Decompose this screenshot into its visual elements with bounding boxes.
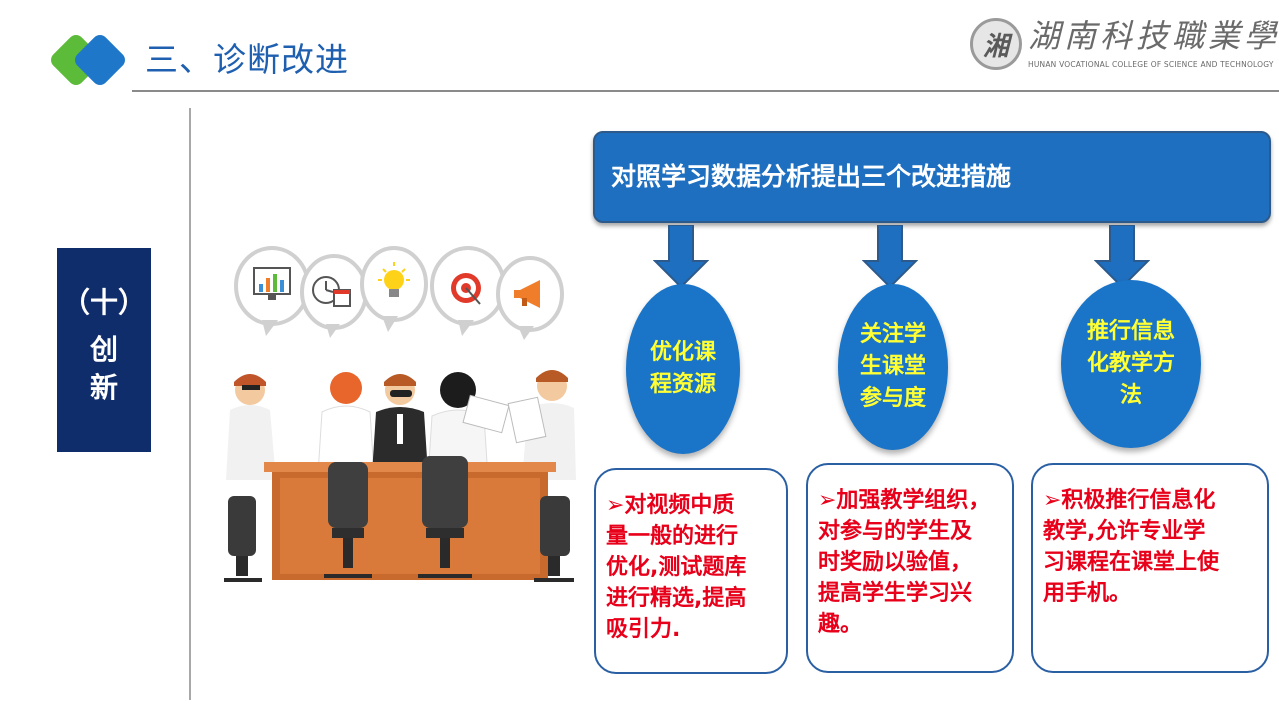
measure-1-detail-line: ➢对视频中质 bbox=[606, 493, 735, 518]
banner-title: 对照学习数据分析提出三个改进措施 bbox=[611, 162, 1012, 191]
measure-1-detail-line: 吸引力. bbox=[606, 617, 681, 642]
down-arrow-icon bbox=[1094, 225, 1150, 289]
section-label-char-2: 新 bbox=[89, 371, 118, 404]
team-meeting-illustration bbox=[224, 246, 576, 582]
school-seal-icon: 湘 bbox=[970, 18, 1022, 70]
down-arrow-icon bbox=[653, 225, 709, 289]
measure-3-detail-line: 用手机。 bbox=[1043, 581, 1132, 606]
header-divider bbox=[132, 90, 1279, 92]
measure-3-title-line: 推行信息 bbox=[1086, 319, 1175, 344]
meeting-table bbox=[264, 462, 556, 580]
person-right bbox=[507, 370, 576, 480]
measure-2-detail-line: ➢加强教学组织， bbox=[818, 488, 991, 513]
measure-1-title-line: 优化课 bbox=[649, 340, 716, 365]
measure-2-detail-line: 提高学生学习兴 bbox=[818, 581, 973, 606]
speech-bubble-chart bbox=[234, 246, 310, 336]
target-icon bbox=[451, 273, 481, 305]
clock-calendar-icon bbox=[312, 276, 351, 307]
lightbulb-icon bbox=[378, 262, 410, 297]
measure-detail-box-1: ➢对视频中质 量一般的进行 优化,测试题库 进行精选,提高 吸引力. bbox=[594, 468, 788, 674]
measure-2-detail-line: 趣。 bbox=[818, 612, 863, 637]
measure-1-detail-line: 量一般的进行 bbox=[606, 524, 739, 549]
measure-2-detail-line: 对参与的学生及 bbox=[818, 519, 973, 544]
measure-detail-box-3: ➢积极推行信息化 教学,允许专业学 习课程在课堂上使 用手机。 bbox=[1031, 463, 1269, 673]
person-center bbox=[372, 374, 428, 474]
person-red-hair bbox=[317, 372, 375, 475]
logo-chinese-name: 湖南科技職業學院 bbox=[1028, 17, 1279, 55]
measure-1-title-line: 程资源 bbox=[649, 372, 716, 397]
logo-english-name: HUNAN VOCATIONAL COLLEGE OF SCIENCE AND … bbox=[1028, 60, 1274, 69]
measure-3-title-line: 化教学方 bbox=[1086, 351, 1175, 376]
vertical-divider bbox=[189, 108, 191, 700]
measure-detail-box-2: ➢加强教学组织， 对参与的学生及 时奖励以验值， 提高学生学习兴 趣。 bbox=[806, 463, 1014, 673]
measure-2-title-line: 关注学 bbox=[859, 322, 926, 347]
section-label-number: （十） bbox=[61, 286, 146, 319]
chair-right bbox=[534, 496, 574, 582]
measure-1-detail-line: 进行精选,提高 bbox=[606, 586, 747, 611]
speech-bubble-idea bbox=[360, 246, 428, 332]
measure-2-detail-line: 时奖励以验值， bbox=[818, 550, 973, 575]
speech-bubble-clock bbox=[300, 254, 368, 338]
section-label-char-1: 创 bbox=[89, 333, 118, 366]
measure-1-detail-line: 优化,测试题库 bbox=[606, 555, 747, 580]
down-arrow-icon bbox=[862, 225, 918, 289]
chair-front-2 bbox=[418, 456, 472, 578]
measure-3-title-line: 法 bbox=[1119, 383, 1142, 408]
measures-banner: 对照学习数据分析提出三个改进措施 bbox=[593, 131, 1271, 223]
measure-circle-1: 优化课 程资源 bbox=[626, 284, 740, 454]
header-diamond-icon bbox=[46, 28, 129, 92]
measure-2-title-line: 生课堂 bbox=[859, 354, 926, 379]
speech-bubble-target bbox=[430, 246, 506, 336]
measure-3-detail-line: ➢积极推行信息化 bbox=[1043, 488, 1216, 513]
person-left bbox=[226, 374, 276, 480]
section-label: （十） 创 新 bbox=[57, 248, 151, 452]
measure-circle-2: 关注学 生课堂 参与度 bbox=[838, 284, 948, 450]
measure-2-title-line: 参与度 bbox=[859, 386, 926, 411]
chart-icon bbox=[253, 267, 291, 300]
speech-bubble-megaphone bbox=[496, 256, 564, 340]
measure-3-detail-line: 习课程在课堂上使 bbox=[1043, 550, 1220, 575]
measure-3-detail-line: 教学,允许专业学 bbox=[1043, 519, 1206, 544]
page-title: 三、诊断改进 bbox=[145, 40, 349, 79]
measure-circle-3: 推行信息 化教学方 法 bbox=[1061, 280, 1201, 448]
school-logo: 湘 湖南科技職業學院 HUNAN VOCATIONAL COLLEGE OF S… bbox=[966, 14, 1279, 76]
chair-left bbox=[224, 496, 262, 582]
chair-front-1 bbox=[324, 462, 372, 578]
megaphone-icon bbox=[514, 280, 540, 308]
